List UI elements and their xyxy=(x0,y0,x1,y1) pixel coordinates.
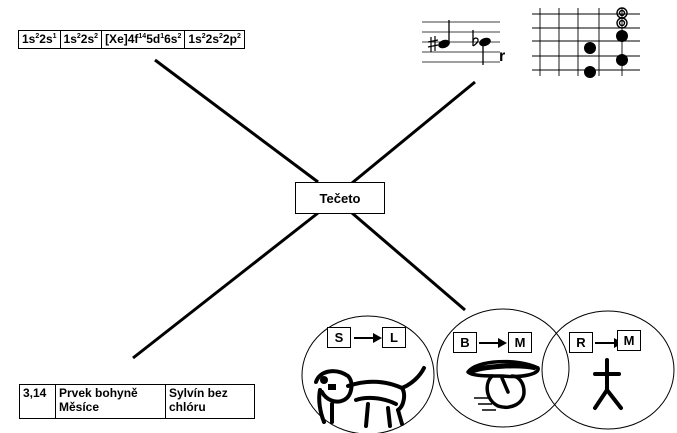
flat-sign-icon xyxy=(472,30,479,47)
electron-count: 2 xyxy=(219,33,223,40)
center-label: Tečeto xyxy=(295,182,385,214)
electron-config-table: 1s22s1 1s22s2 [Xe]4f145d16s2 1s22s22p2 xyxy=(18,30,245,49)
rebus-to-letter: M xyxy=(508,332,532,353)
rebus-circle xyxy=(301,315,435,433)
note-suffix-text: r xyxy=(499,48,505,65)
line-top-right xyxy=(351,80,476,185)
orbital-text: 5d xyxy=(146,32,161,46)
lion-picture xyxy=(314,366,426,428)
line-top-left xyxy=(154,58,319,184)
orbital-text: 2s xyxy=(205,32,220,46)
config-cell: 1s22s22p2 xyxy=(185,31,243,48)
chord-diagram xyxy=(532,7,640,78)
electron-count: 1 xyxy=(160,33,165,40)
orbital-text: 2s xyxy=(39,32,53,46)
rebus-from-letter: R xyxy=(569,332,593,353)
electron-count: 2 xyxy=(177,33,182,40)
orbital-text: 2s xyxy=(80,32,95,46)
note-icon xyxy=(479,37,491,65)
line-bottom-left xyxy=(132,211,319,360)
music-staff: r xyxy=(422,20,505,65)
electron-count: 2 xyxy=(236,33,241,40)
sharp-sign-icon xyxy=(427,36,439,52)
rebus-from-letter: S xyxy=(327,327,351,348)
open-string-icon xyxy=(616,7,628,29)
electron-count: 2 xyxy=(35,33,40,40)
rebus-from-letter: B xyxy=(453,332,477,353)
electron-count: 2 xyxy=(94,33,99,40)
line-bottom-right xyxy=(351,211,466,312)
arrow-right-icon xyxy=(479,338,507,348)
finger-dot-icon xyxy=(584,30,628,78)
answer-cell: Prvek bohyně Měsíce xyxy=(56,385,166,418)
electron-count: 1 xyxy=(52,33,57,40)
stick-figure-picture xyxy=(593,358,623,410)
orbital-text: 6s xyxy=(164,32,178,46)
config-cell: 1s22s1 xyxy=(19,31,61,48)
electron-count: 2 xyxy=(76,33,81,40)
rebus-circle xyxy=(541,310,675,430)
orbital-text: 1s xyxy=(188,32,202,46)
mushroom-picture xyxy=(466,359,540,411)
electron-count: 2 xyxy=(201,33,206,40)
arrow-right-icon xyxy=(354,333,382,343)
electron-count: 14 xyxy=(138,33,147,40)
config-cell: 1s22s2 xyxy=(61,31,103,48)
rebus-to-letter: M xyxy=(617,330,641,351)
orbital-text: 1s xyxy=(63,32,77,46)
rebus-circle xyxy=(436,308,570,428)
orbital-text: [Xe]4f xyxy=(105,32,139,46)
answer-cell: Sylvín bez chlóru xyxy=(169,386,228,414)
answers-table: 3,14 Prvek bohyně Měsíce Sylvín bez chló… xyxy=(19,384,255,419)
orbital-text: 2p xyxy=(222,32,237,46)
orbital-text: 1s xyxy=(22,32,36,46)
note-icon xyxy=(438,20,450,49)
rebus-to-letter: L xyxy=(382,327,406,348)
answer-cell: 3,14 xyxy=(20,385,56,418)
config-cell: [Xe]4f145d16s2 xyxy=(102,31,186,48)
